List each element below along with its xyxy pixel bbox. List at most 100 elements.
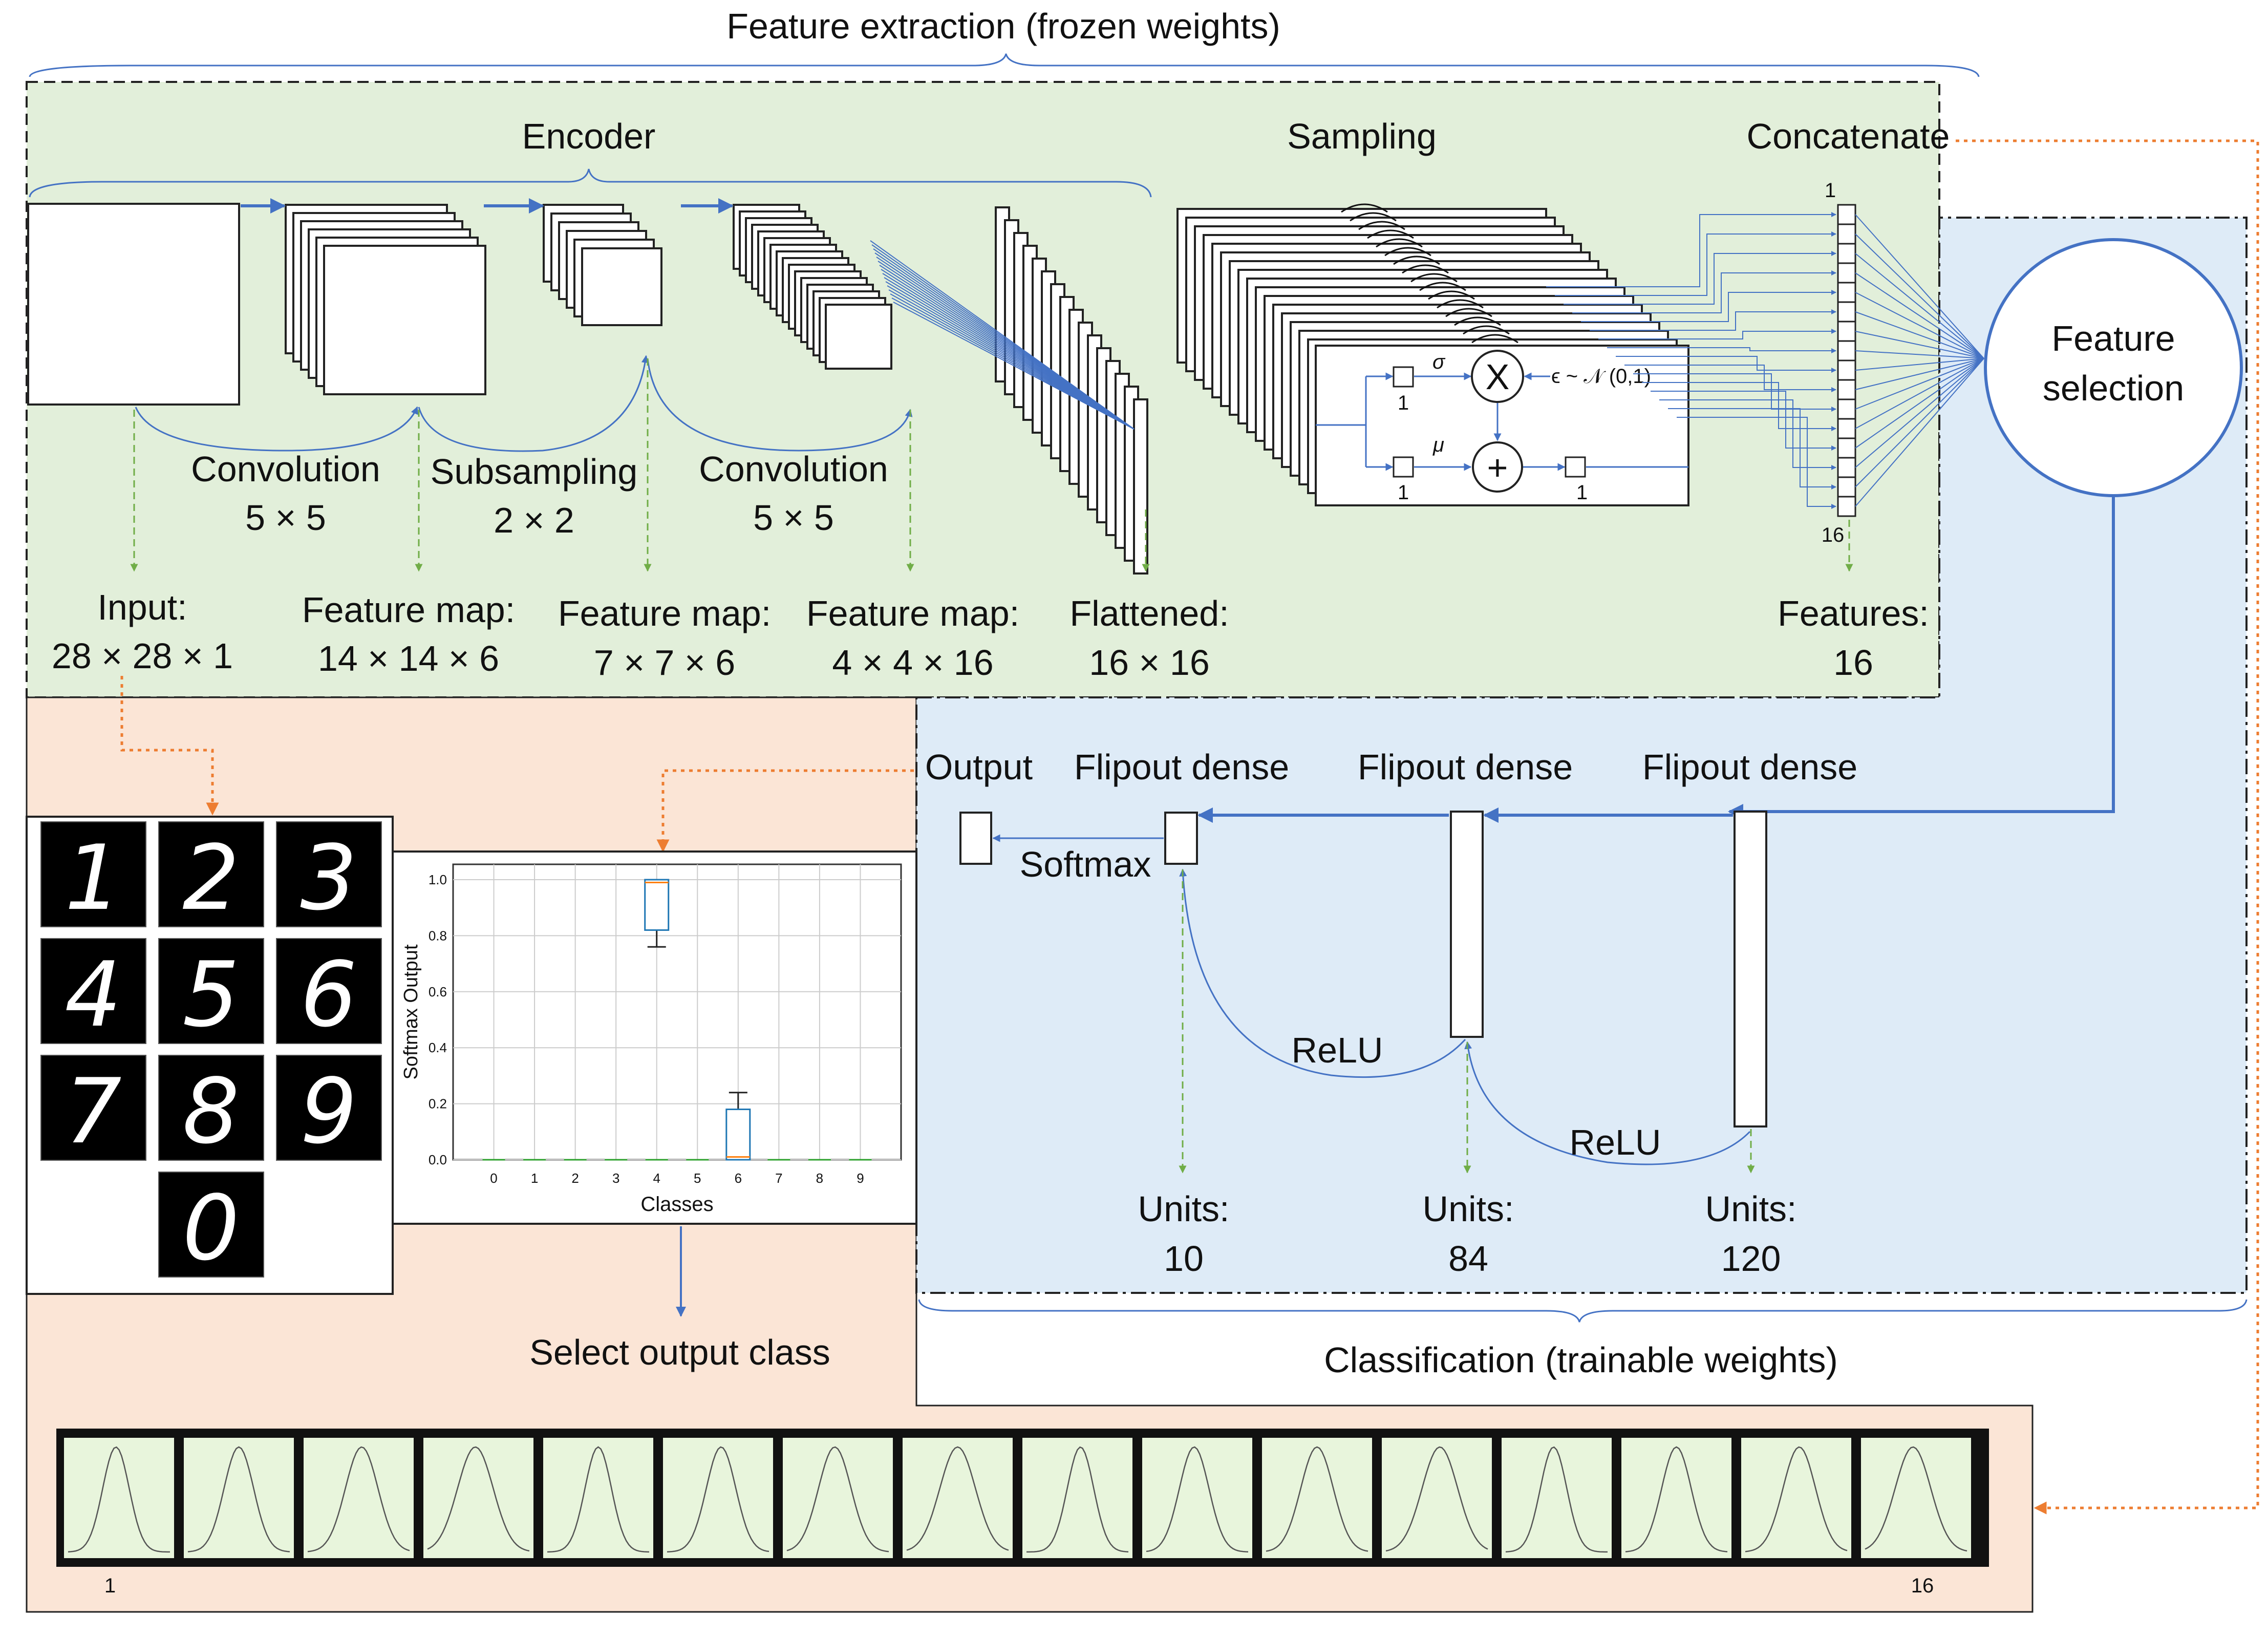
sigma-node-size: 1 bbox=[1398, 392, 1409, 414]
add-symbol: + bbox=[1487, 448, 1508, 487]
multiply-symbol: X bbox=[1486, 357, 1510, 397]
chart-box-6 bbox=[725, 1109, 751, 1161]
feature-dist-panel-9 bbox=[1022, 1438, 1132, 1558]
chart-ytick-0: 0.0 bbox=[429, 1152, 447, 1167]
feature-dist-panel-1 bbox=[64, 1438, 174, 1558]
chart-xtick-5: 5 bbox=[694, 1171, 701, 1186]
feature-dist-panel-8 bbox=[903, 1438, 1013, 1558]
shape-value-map1: 14 × 14 × 6 bbox=[318, 639, 499, 678]
feature-dist-panel-12 bbox=[1382, 1438, 1492, 1558]
digit-9: 9 bbox=[300, 1060, 357, 1164]
op-1-name: Convolution bbox=[191, 449, 380, 489]
feature-dist-panel-2 bbox=[184, 1438, 294, 1558]
dense-layer-10 bbox=[1164, 812, 1198, 865]
z-node bbox=[1565, 456, 1586, 478]
chart-xtick-4: 4 bbox=[653, 1171, 660, 1186]
feature-cell-12 bbox=[1837, 418, 1856, 439]
shape-value-features: 16 bbox=[1833, 643, 1873, 683]
feature-dist-curve-7 bbox=[786, 1446, 889, 1552]
sampling-arc-15 bbox=[1463, 325, 1510, 335]
concat-to-selection-lines bbox=[1855, 214, 1984, 507]
feature-map-stack-2 bbox=[543, 204, 662, 326]
units-value-10: 10 bbox=[1164, 1239, 1204, 1279]
feature-dist-curve-16 bbox=[1865, 1446, 1967, 1552]
chart-xtick-6: 6 bbox=[735, 1171, 742, 1186]
shape-value-input: 28 × 28 × 1 bbox=[52, 636, 233, 676]
fan-line-15 bbox=[1855, 358, 1984, 487]
feature-dist-curve-1 bbox=[68, 1446, 170, 1553]
concat-line-2 bbox=[1555, 231, 1836, 296]
feature-selection-line1: Feature bbox=[2051, 318, 2175, 358]
concat-line-15 bbox=[1668, 408, 1836, 490]
digit-tile-8 bbox=[158, 1055, 264, 1161]
fan-line-11 bbox=[1855, 358, 1984, 410]
chart-ytick-5: 1.0 bbox=[429, 872, 447, 887]
sampling-arc-5 bbox=[1376, 238, 1423, 248]
sampling-arc-14 bbox=[1454, 316, 1501, 326]
feature-map-1-6 bbox=[323, 245, 486, 395]
digit-tile-7 bbox=[40, 1055, 146, 1161]
op-1-size: 5 × 5 bbox=[245, 498, 326, 538]
feature-map-3-16 bbox=[825, 304, 892, 370]
feature-dist-panel-5 bbox=[543, 1438, 653, 1558]
feature-dist-panel-3 bbox=[304, 1438, 414, 1558]
chart-ytick-3: 0.6 bbox=[429, 984, 447, 999]
chart-xlabel: Classes bbox=[640, 1193, 713, 1216]
epsilon-label: ϵ ~ 𝒩 (0,1) bbox=[1551, 365, 1651, 388]
feature-cell-2 bbox=[1837, 223, 1856, 245]
mu-node bbox=[1393, 456, 1414, 478]
add-node bbox=[1472, 441, 1523, 493]
feature-dist-panel-10 bbox=[1142, 1438, 1252, 1558]
chart-xtick-2: 2 bbox=[571, 1171, 579, 1186]
fan-line-6 bbox=[1855, 311, 1984, 359]
output-title: Output bbox=[925, 747, 1033, 787]
relu-arc-2 bbox=[1464, 1041, 1751, 1165]
chart-ytick-2: 0.4 bbox=[429, 1040, 447, 1055]
feature-cell-7 bbox=[1837, 321, 1856, 342]
digit-7: 7 bbox=[65, 1060, 121, 1164]
feature-dist-curve-14 bbox=[1625, 1446, 1728, 1552]
relu-label-1: ReLU bbox=[1292, 1030, 1383, 1070]
flattened-slice-16 bbox=[1133, 398, 1148, 575]
feature-dist-panel-16 bbox=[1861, 1438, 1971, 1558]
fan-line-10 bbox=[1855, 358, 1984, 390]
shape-label-map1: Feature map: bbox=[302, 590, 515, 630]
convolution-arc-2 bbox=[647, 358, 913, 452]
sampling-detail-box: 1 1 σ μ X + ϵ ~ 𝒩 (0,1) 1 bbox=[1315, 345, 1689, 506]
encoder-title: Encoder bbox=[522, 116, 656, 156]
relu-label-2: ReLU bbox=[1570, 1122, 1661, 1162]
chart-xtick-0: 0 bbox=[490, 1171, 497, 1186]
feature-dist-curve-5 bbox=[547, 1446, 650, 1553]
feature-selection-line2: selection bbox=[2043, 368, 2184, 408]
op-3-size: 5 × 5 bbox=[753, 498, 834, 538]
flipout-dense-title-3: Flipout dense bbox=[1642, 747, 1857, 787]
chart-xtick-3: 3 bbox=[612, 1171, 619, 1186]
sampling-arc-10 bbox=[1419, 282, 1466, 291]
digit-5: 5 bbox=[182, 943, 239, 1047]
relu-arc-1 bbox=[1179, 868, 1466, 1078]
feature-dist-panel-13 bbox=[1502, 1438, 1612, 1558]
digit-1: 1 bbox=[65, 826, 121, 930]
units-label-84: Units: bbox=[1423, 1189, 1514, 1229]
sampling-arc-11 bbox=[1428, 290, 1475, 300]
op-3-name: Convolution bbox=[699, 449, 888, 489]
chart-ytick-4: 0.8 bbox=[429, 928, 447, 943]
flattened-stack bbox=[995, 206, 1148, 575]
digit-tile-0 bbox=[158, 1172, 264, 1278]
chart-ytick-1: 0.2 bbox=[429, 1096, 447, 1112]
chart-xtick-9: 9 bbox=[857, 1171, 864, 1186]
sampling-arc-7 bbox=[1393, 256, 1440, 265]
digit-4: 4 bbox=[65, 943, 121, 1047]
feature-dist-panel-4 bbox=[423, 1438, 533, 1558]
feature-extraction-brace bbox=[29, 53, 1980, 77]
feature-dist-curve-8 bbox=[906, 1446, 1009, 1551]
feature-map-stack-1 bbox=[285, 204, 486, 395]
sampling-arc-12 bbox=[1437, 299, 1484, 309]
feature-dist-panel-11 bbox=[1262, 1438, 1372, 1558]
sampling-to-concat-lines bbox=[1546, 212, 1836, 509]
fan-line-13 bbox=[1855, 358, 1984, 449]
sigma-symbol: σ bbox=[1432, 351, 1446, 373]
units-value-120: 120 bbox=[1721, 1239, 1781, 1279]
feature-cell-15 bbox=[1837, 476, 1856, 498]
